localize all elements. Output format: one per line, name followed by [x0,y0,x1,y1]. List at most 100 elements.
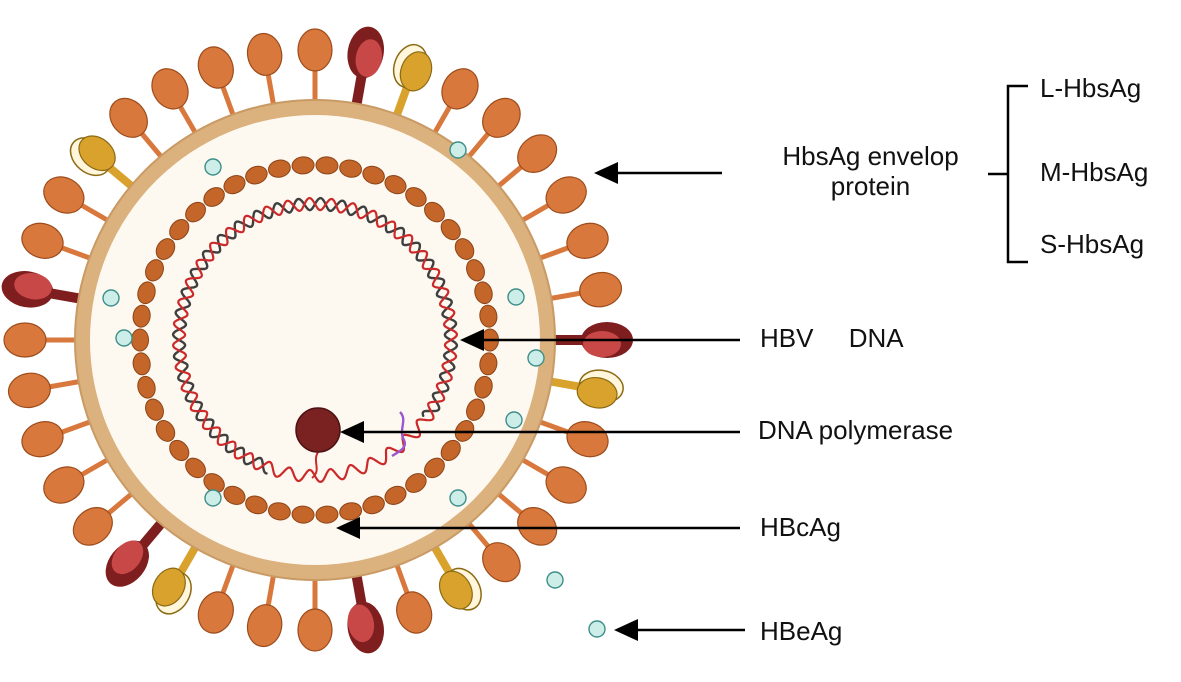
capsid-bead [223,175,246,195]
spike-gold [546,369,624,409]
capsid-bead [145,398,164,421]
capsid-bead [137,281,156,305]
hbeag-particle [102,289,120,307]
hbeag-label: HBeAg [760,616,843,646]
dna-polymerase-label: DNA polymerase [758,415,954,445]
capsid-bead [362,165,385,185]
s-hbsag-label: S-HbsAg [1040,229,1145,259]
hbeag-particle [449,141,467,159]
spike-gold [69,135,137,192]
spike-orange [535,222,609,262]
dna-plus-strand [171,196,459,484]
capsid-bead [315,505,339,524]
capsid-bead [479,352,498,376]
hbeag-particle [527,349,545,367]
capsid-bead [223,485,246,505]
spike-gold [429,542,482,611]
capsid-bead [405,187,427,207]
envelope-label-line1: HbsAg envelop [782,141,959,171]
rna-primer [391,411,407,458]
hbeag-particle [588,620,606,638]
capsid-bead [339,159,363,178]
capsid-bead [203,473,225,493]
spike-orange [297,28,333,104]
spike-orange [72,489,136,546]
capsid-bead [131,328,149,352]
capsid-bead [440,218,461,241]
spike-orange [494,134,558,191]
spike-orange [7,372,84,409]
capsid-bead [384,485,407,505]
hbcag-arrow [336,517,740,539]
capsid-bead [185,201,206,223]
polymerase-arrow [340,421,740,443]
hbeag-particle [507,288,525,306]
spike-orange [246,571,283,648]
spike-orange [246,32,283,109]
capsid-bead [291,505,315,524]
envelope-spikes [1,26,633,654]
spike-orange [109,97,166,161]
capsid-bead [454,238,475,260]
capsid-bead [155,238,176,260]
hbeag-particle [115,329,133,347]
envelope-arrow [594,162,722,184]
spike-orange [546,271,623,308]
hbv-word: HBV [760,323,814,353]
capsid-bead [339,502,363,521]
hbv-dna-genome [171,196,459,484]
capsid-bead [145,259,164,282]
spike-orange [21,222,95,262]
capsid-bead [169,218,190,241]
spike-orange [464,97,521,161]
m-hbsag-label: M-HbsAg [1040,157,1149,187]
spike-orange [43,176,112,225]
spike-red [105,517,168,587]
spike-orange [297,576,333,652]
hbsag-bracket [988,84,1028,264]
capsid-bead [155,420,176,442]
capsid-bead [479,304,498,328]
capsid-bead [185,457,206,479]
spike-orange [430,68,479,137]
spike-orange [197,560,237,634]
capsid-bead [245,495,268,515]
capsid-bead [169,439,190,462]
virion-interior [90,115,540,565]
capsid-bead [405,473,427,493]
spike-gold [391,43,433,120]
envelope-label-line2: protein [830,170,911,201]
annotation-arrows [336,162,745,641]
spike-orange [464,519,521,583]
hbeag-particle [449,489,467,507]
capsid-bead [384,175,407,195]
hbeag-particle [505,411,523,429]
spike-red [1,271,84,308]
hbeag-particle [546,571,564,589]
envelope-protein-label: HbsAg envelop protein [748,141,993,202]
capsid-bead [132,304,151,328]
capsid-bead [362,495,385,515]
hbv-dna-label: HBV DNA [760,323,904,354]
capsid-bead [466,259,485,282]
hbv-dna-arrow [460,329,740,351]
spike-orange [21,418,95,458]
capsid-bead [424,457,445,479]
hbcag-label: HBcAg [760,512,841,542]
capsid-bead [267,159,291,178]
capsid-bead [132,352,151,376]
capsid-bead [137,375,156,399]
spike-orange [151,68,200,137]
capsid-bead [440,439,461,462]
spike-red [347,571,384,654]
capsid-bead [474,281,493,305]
hbeag-particle [204,158,222,176]
spike-gold [151,542,201,615]
capsid-bead [291,156,315,175]
dna-word: DNA [848,323,904,353]
capsid-bead [466,398,485,421]
spike-orange [494,489,558,546]
polymerase-tail [311,451,319,479]
capsid-bead [267,502,291,521]
